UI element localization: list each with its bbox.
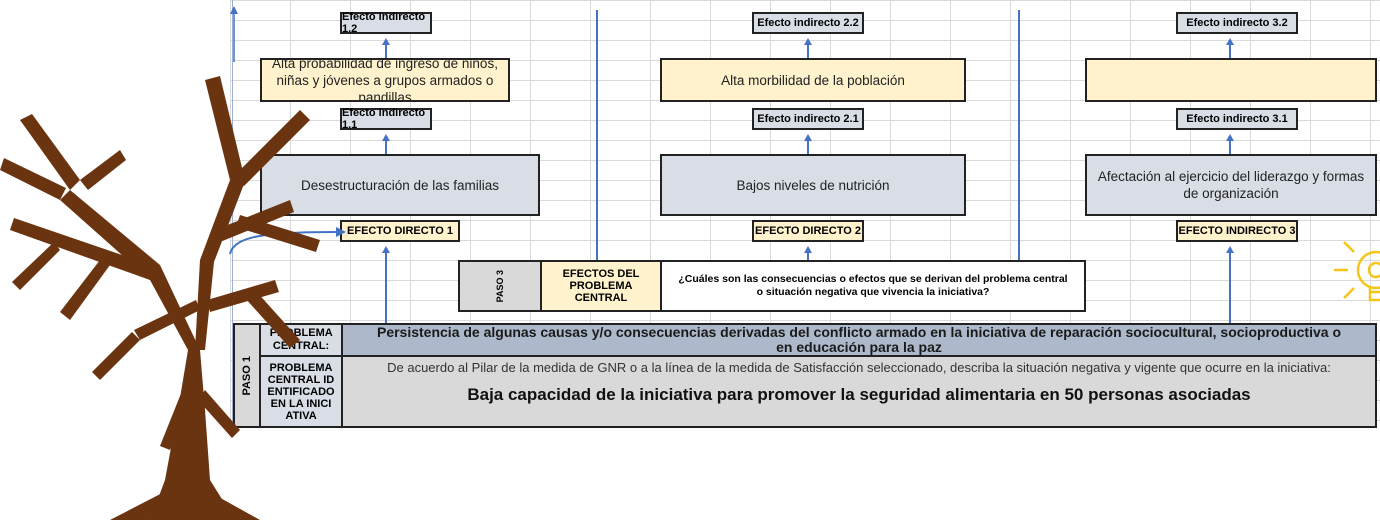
identified-label: PROBLEMA CENTRAL IDENTIFICADO EN LA INIC… xyxy=(267,361,335,422)
central-problem-cell: Persistencia de algunas causas y/o conse… xyxy=(343,325,1375,357)
connector-line xyxy=(385,44,387,58)
indirect-effect-3-1-label: Efecto indirecto 3.1 xyxy=(1176,108,1298,130)
connector-line xyxy=(1229,252,1231,324)
indirect-effect-3-2-label: Efecto indirecto 3.2 xyxy=(1176,12,1298,34)
step3-title: EFECTOS DEL PROBLEMA CENTRAL xyxy=(562,268,640,304)
step3-paso-cell: PASO 3 xyxy=(460,262,542,310)
step3-title-cell: EFECTOS DEL PROBLEMA CENTRAL xyxy=(542,262,662,310)
arrow-up-icon xyxy=(1226,38,1234,45)
label-text: Efecto indirecto 3.2 xyxy=(1186,17,1288,29)
label-text: Efecto indirecto 1.2 xyxy=(342,11,426,35)
connector-line xyxy=(1229,44,1231,58)
step3-question: ¿Cuáles son las consecuencias o efectos … xyxy=(678,273,1068,298)
label-text: Efecto indirecto 2.2 xyxy=(757,17,859,29)
identified-problem-text: Baja capacidad de la iniciativa para pro… xyxy=(467,385,1251,404)
arrow-up-icon xyxy=(1226,246,1234,253)
direct-effect-2-box: Bajos niveles de nutrición xyxy=(660,154,966,216)
indirect-effect-1-2-label: Efecto indirecto 1.2 xyxy=(340,11,432,35)
row-header-edge xyxy=(232,0,233,428)
identified-instruction: De acuerdo al Pilar de la medida de GNR … xyxy=(387,360,1331,375)
step3-row: PASO 3 EFECTOS DEL PROBLEMA CENTRAL ¿Cuá… xyxy=(458,260,1086,312)
effect-text: Alta morbilidad de la población xyxy=(721,72,905,88)
connector-line xyxy=(385,252,387,324)
connector-line xyxy=(1018,10,1020,260)
arrow-up-icon xyxy=(230,6,238,62)
step3-paso-label: PASO 3 xyxy=(495,269,505,303)
arrow-up-icon xyxy=(804,38,812,45)
label-text: EFECTO INDIRECTO 3 xyxy=(1178,225,1296,237)
direct-effect-1-box: Desestructuración de las familias xyxy=(260,154,540,216)
arrow-up-icon xyxy=(382,134,390,141)
central-problem-text: Persistencia de algunas causas y/o conse… xyxy=(376,324,1342,355)
arrow-up-icon xyxy=(804,134,812,141)
connector-line xyxy=(807,44,809,58)
arrow-up-icon xyxy=(382,246,390,253)
label-text: EFECTO DIRECTO 2 xyxy=(755,225,861,237)
label-text: Efecto indirecto 3.1 xyxy=(1186,113,1288,125)
direct-effect-3-box: Afectación al ejercicio del liderazgo y … xyxy=(1085,154,1377,216)
direct-effect-2-label: EFECTO DIRECTO 2 xyxy=(752,220,864,242)
connector-line xyxy=(385,140,387,154)
step1-table: PASO 1 PROBLEMA CENTRAL: PROBLEMA CENTRA… xyxy=(233,323,1377,428)
connector-line xyxy=(807,140,809,154)
tree-icon xyxy=(0,76,320,520)
connector-line xyxy=(807,252,809,260)
indirect-effect-1-1-label: Efecto indirecto 1.1 xyxy=(340,107,432,131)
effect-text: Bajos niveles de nutrición xyxy=(736,177,890,193)
indirect-effect-2-1-box: Alta morbilidad de la población xyxy=(660,58,966,102)
indirect-effect-1-1-box: Alta probabilidad de ingreso de niños, n… xyxy=(260,58,510,102)
indirect-effect-2-1-label: Efecto indirecto 2.1 xyxy=(752,108,864,130)
indirect-effect-3-1-box xyxy=(1085,58,1377,102)
connector-line xyxy=(596,10,598,260)
effect-text: Afectación al ejercicio del liderazgo y … xyxy=(1097,169,1365,201)
effect-text: Alta probabilidad de ingreso de niños, n… xyxy=(272,58,498,102)
identified-label-cell: PROBLEMA CENTRAL IDENTIFICADO EN LA INIC… xyxy=(261,357,343,426)
step1-paso-cell: PASO 1 xyxy=(235,325,261,426)
direct-effect-3-label: EFECTO INDIRECTO 3 xyxy=(1176,220,1298,242)
arrow-up-icon xyxy=(804,246,812,253)
label-text: Efecto indirecto 1.1 xyxy=(342,107,426,131)
step3-question-cell: ¿Cuáles son las consecuencias o efectos … xyxy=(662,262,1084,310)
curved-arrow-icon xyxy=(229,227,346,255)
label-text: Efecto indirecto 2.1 xyxy=(757,113,859,125)
identified-problem-cell: De acuerdo al Pilar de la medida de GNR … xyxy=(343,357,1375,426)
label-text: EFECTO DIRECTO 1 xyxy=(347,225,453,237)
direct-effect-1-label: EFECTO DIRECTO 1 xyxy=(340,220,460,242)
effect-text: Desestructuración de las familias xyxy=(300,177,500,193)
arrow-up-icon xyxy=(1226,134,1234,141)
indirect-effect-2-2-label: Efecto indirecto 2.2 xyxy=(752,12,864,34)
connector-line xyxy=(1229,140,1231,154)
arrow-up-icon xyxy=(382,38,390,45)
lightbulb-icon xyxy=(1334,241,1380,302)
